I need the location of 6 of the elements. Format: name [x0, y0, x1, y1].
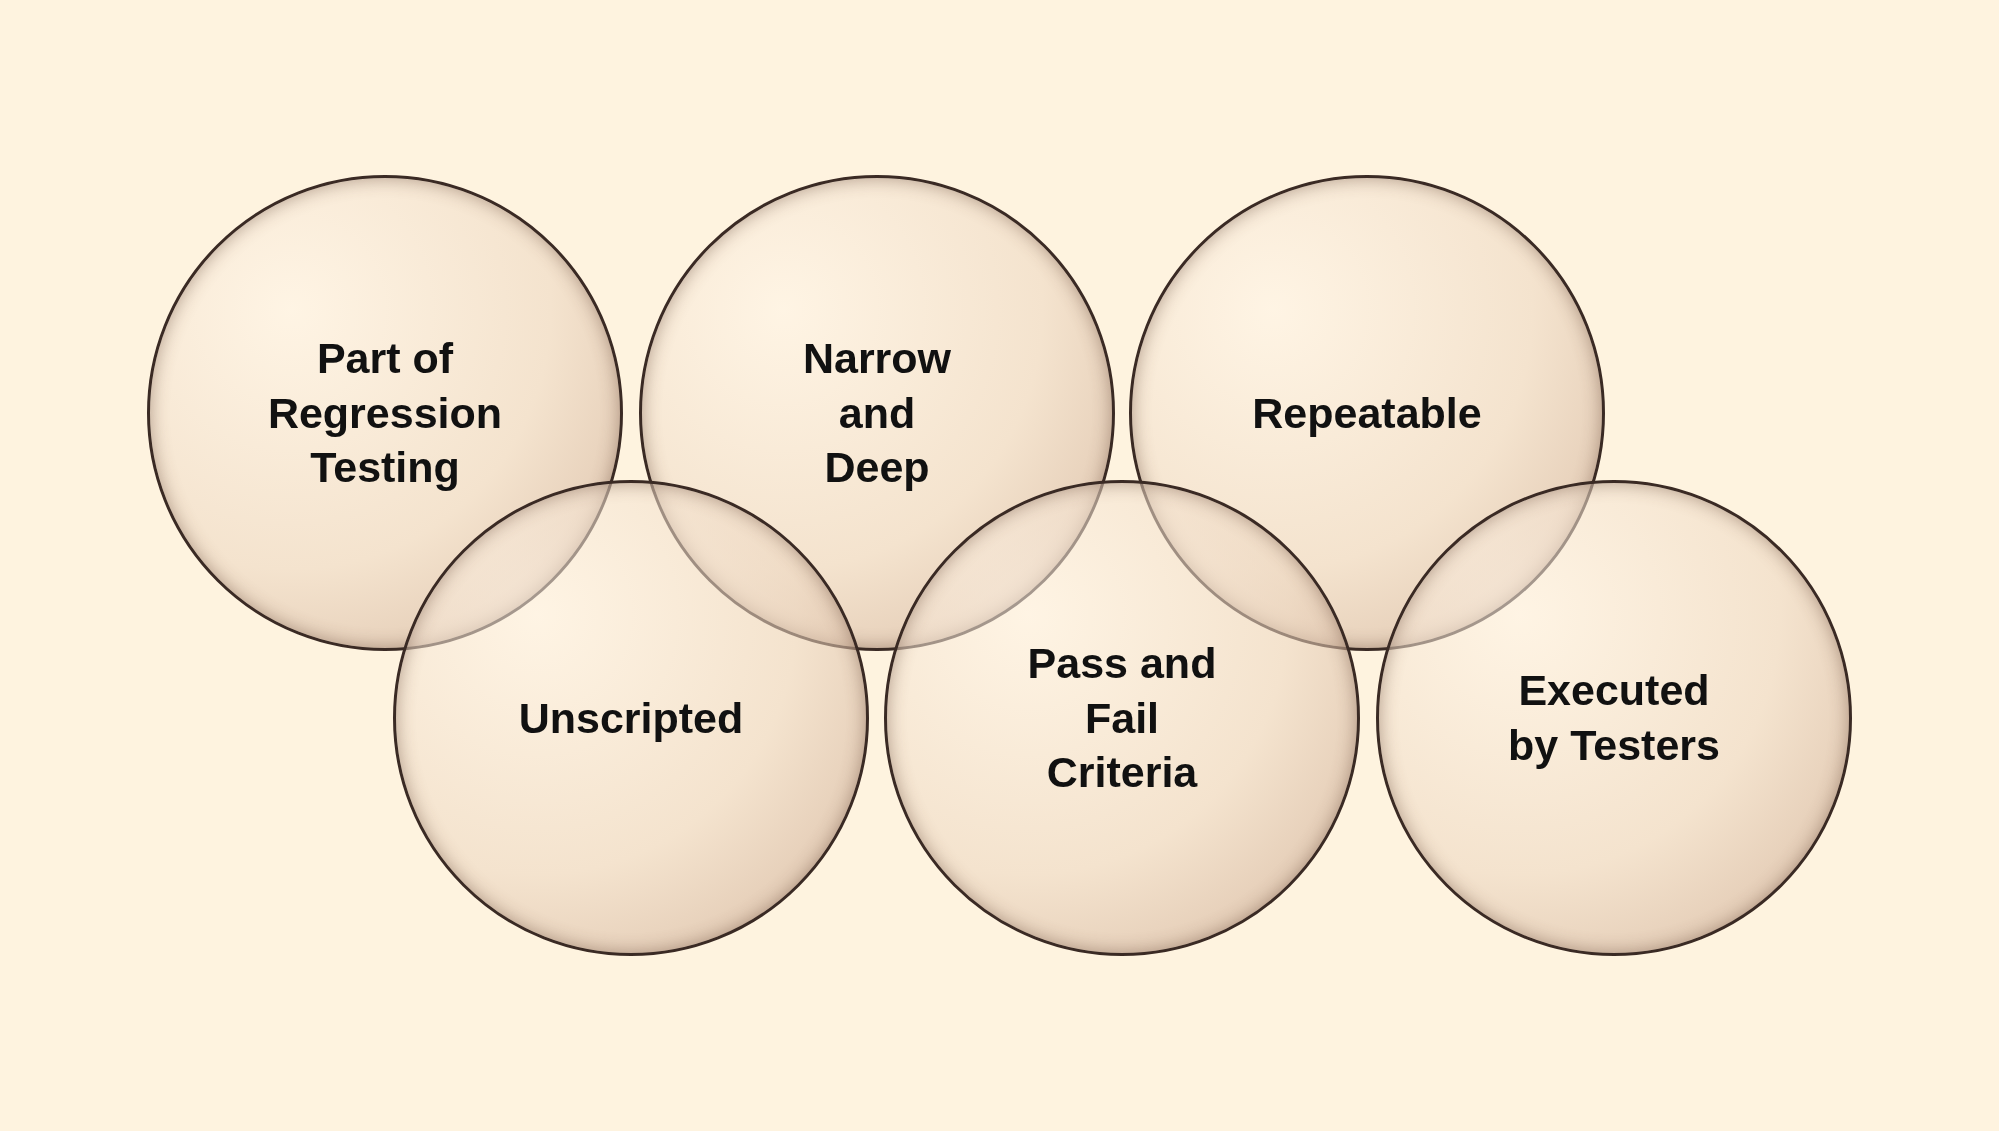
bubble-label: Executed by Testers: [1508, 665, 1720, 771]
bubble-label: Part of Regression Testing: [266, 333, 504, 494]
bubble-label: Narrow and Deep: [801, 333, 953, 494]
bubble-label: Unscripted: [517, 692, 745, 744]
bubble-label: Repeatable: [1251, 387, 1483, 439]
bubble-label: Pass and Fail Criteria: [1026, 638, 1218, 799]
